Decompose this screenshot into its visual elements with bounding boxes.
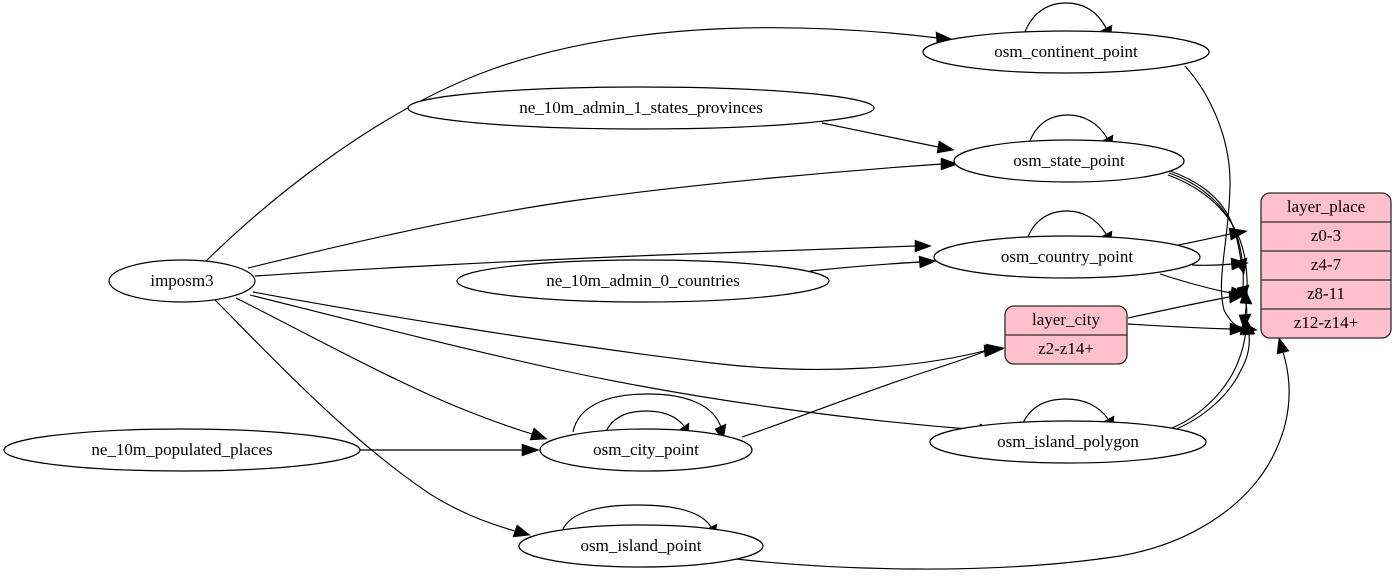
edge-ne-states-to-osm-state-point xyxy=(821,122,955,154)
node-osm-state-point[interactable]: osm_state_point xyxy=(953,139,1185,183)
edge-imposm3-to-osm-island-point xyxy=(214,299,531,538)
node-osm-island-point[interactable]: osm_island_point xyxy=(518,524,764,568)
edge-ne-countries-to-osm-country-point xyxy=(809,255,937,272)
node-osm-country-point-label: osm_country_point xyxy=(1001,247,1133,266)
edge-imposm3-to-layer-city xyxy=(252,291,1005,370)
edge-imposm3-to-osm-state-point xyxy=(247,157,959,269)
record-layer-city-row-z2-z14plus[interactable]: z2-z14+ xyxy=(1038,339,1094,358)
record-layer-place-row-z0-3[interactable]: z0-3 xyxy=(1311,226,1341,245)
record-layer-place-header: layer_place xyxy=(1287,197,1365,216)
edge-osm-city-point-to-layer-city xyxy=(741,344,1004,438)
edge-layer-city-to-layer-place-z8 xyxy=(1127,290,1248,319)
node-osm-island-polygon[interactable]: osm_island_polygon xyxy=(929,420,1207,464)
edge-osm-country-point-to-layer-place-z0 xyxy=(1167,227,1248,248)
edge-layer-city-to-layer-place-z12 xyxy=(1127,322,1248,336)
node-osm-city-point-label: osm_city_point xyxy=(593,440,699,459)
node-ne-10m-admin-1-states-provinces[interactable]: ne_10m_admin_1_states_provinces xyxy=(407,86,875,130)
edge-osm-island-polygon-to-layer-place-z8 xyxy=(1171,288,1253,429)
node-layer: imposm3 ne_10m_admin_1_states_provinces … xyxy=(3,30,1210,568)
record-layer-place-row-z4-7[interactable]: z4-7 xyxy=(1311,255,1342,274)
edge-osm-country-point-to-layer-place-z4 xyxy=(1191,257,1249,271)
node-ne-populated-label: ne_10m_populated_places xyxy=(91,440,272,459)
record-node-layer-city[interactable]: layer_city z2-z14+ xyxy=(1004,305,1128,365)
node-osm-continent-point-label: osm_continent_point xyxy=(994,42,1138,61)
node-ne-countries-label: ne_10m_admin_0_countries xyxy=(546,271,740,290)
node-osm-island-polygon-label: osm_island_polygon xyxy=(997,432,1139,451)
node-osm-country-point[interactable]: osm_country_point xyxy=(933,235,1201,279)
edge-imposm3-to-osm-city-point xyxy=(235,297,548,441)
node-ne-10m-admin-0-countries[interactable]: ne_10m_admin_0_countries xyxy=(456,259,830,303)
node-osm-city-point[interactable]: osm_city_point xyxy=(539,428,753,472)
node-osm-continent-point[interactable]: osm_continent_point xyxy=(922,30,1210,74)
record-node-layer: layer_place z0-3 z4-7 z8-11 z12-z14+ lay… xyxy=(1004,192,1392,365)
edge-ne-populated-to-osm-city-point xyxy=(360,443,540,457)
node-imposm3-label: imposm3 xyxy=(150,271,213,290)
record-layer-place-row-z8-11[interactable]: z8-11 xyxy=(1307,284,1345,303)
record-layer-place-row-z12-z14plus[interactable]: z12-z14+ xyxy=(1294,313,1358,332)
edge-imposm3-to-osm-continent-point xyxy=(204,27,955,263)
node-osm-island-point-label: osm_island_point xyxy=(581,536,702,555)
node-osm-state-point-label: osm_state_point xyxy=(1013,151,1125,170)
edge-imposm3-to-osm-country-point xyxy=(254,239,932,277)
record-layer-city-header: layer_city xyxy=(1032,310,1100,329)
node-ne-10m-populated-places[interactable]: ne_10m_populated_places xyxy=(3,428,361,472)
edge-osm-island-point-to-layer-place-z12 xyxy=(726,337,1290,570)
record-node-layer-place[interactable]: layer_place z0-3 z4-7 z8-11 z12-z14+ xyxy=(1260,192,1392,339)
node-imposm3[interactable]: imposm3 xyxy=(108,259,256,303)
node-ne-states-label: ne_10m_admin_1_states_provinces xyxy=(519,98,763,117)
edge-osm-island-polygon-to-layer-place-z12 xyxy=(1173,319,1256,431)
